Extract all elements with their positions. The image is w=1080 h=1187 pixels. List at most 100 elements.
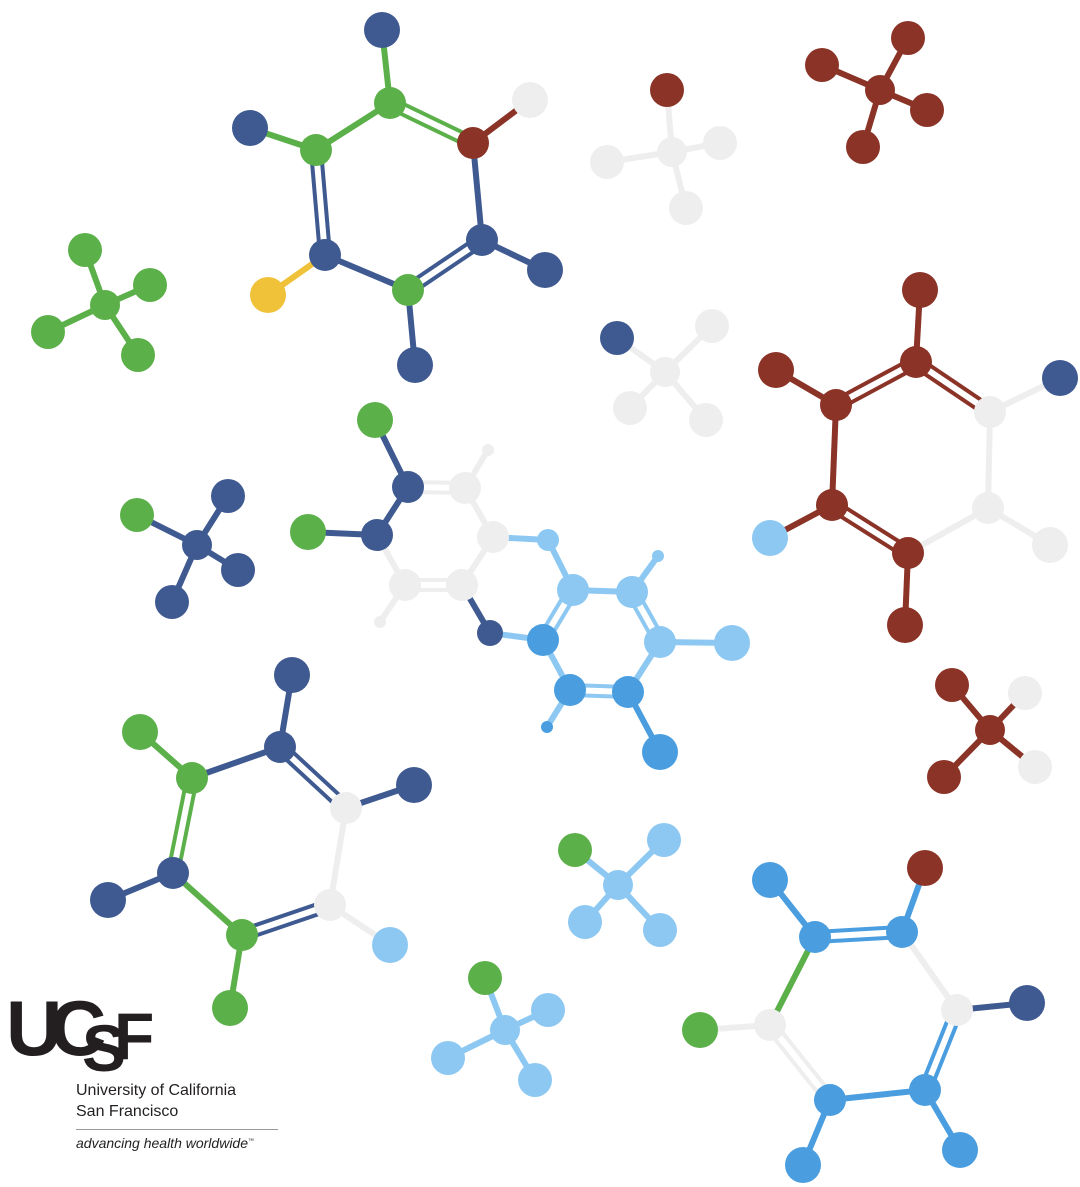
atom (590, 145, 624, 179)
atom (364, 12, 400, 48)
atom (974, 396, 1006, 428)
atom (468, 961, 502, 995)
atom (703, 126, 737, 160)
atom (157, 857, 189, 889)
atom (264, 731, 296, 763)
bond (239, 898, 330, 933)
trademark-mark: ™ (248, 1138, 254, 1145)
tagline-text: advancing health worldwide (76, 1135, 248, 1151)
atom (221, 553, 255, 587)
molecule-atoms (31, 12, 1078, 1183)
atom (1032, 527, 1068, 563)
atom (290, 514, 326, 550)
atom (616, 576, 648, 608)
atom (975, 715, 1005, 745)
atom (512, 82, 548, 118)
atom (314, 889, 346, 921)
atom (374, 616, 386, 628)
tagline: advancing health worldwide™ (76, 1135, 254, 1151)
atom (650, 357, 680, 387)
atom (90, 882, 126, 918)
atom (603, 870, 633, 900)
atom (909, 1074, 941, 1106)
atom (865, 75, 895, 105)
atom (972, 492, 1004, 524)
atom (714, 625, 750, 661)
atom (1009, 985, 1045, 1021)
atom (942, 1132, 978, 1168)
atom (886, 916, 918, 948)
atom (357, 402, 393, 438)
atom (642, 734, 678, 770)
bond (764, 1026, 828, 1105)
university-name-line1: University of California (76, 1082, 237, 1099)
atom (805, 48, 839, 82)
atom (232, 110, 268, 146)
atom (644, 626, 676, 658)
atom (374, 87, 406, 119)
bond (767, 934, 818, 1028)
bond (175, 778, 199, 875)
atom (814, 1084, 846, 1116)
atom (330, 792, 362, 824)
atom (799, 921, 831, 953)
atom (397, 347, 433, 383)
atom (887, 607, 923, 643)
atom (754, 1009, 786, 1041)
bond (470, 140, 485, 243)
bond (391, 96, 477, 141)
atom (446, 569, 478, 601)
atom (466, 224, 498, 256)
atom (537, 529, 559, 551)
atom (31, 315, 65, 349)
atom (541, 721, 553, 733)
atom (910, 93, 944, 127)
wordmark-s: S (82, 1011, 126, 1075)
atom (392, 471, 424, 503)
atom (392, 274, 424, 306)
atom (1042, 360, 1078, 396)
atom (1008, 676, 1042, 710)
atom (274, 657, 310, 693)
wordmark-u: U (6, 985, 58, 1072)
atom (431, 1041, 465, 1075)
wordmark-f: F (114, 999, 154, 1073)
atom (689, 403, 723, 437)
atom (527, 624, 559, 656)
atom (527, 252, 563, 288)
atom (907, 850, 943, 886)
atom (490, 1015, 520, 1045)
atom (927, 760, 961, 794)
bond (327, 805, 349, 908)
atom (785, 1147, 821, 1183)
bond (242, 907, 333, 942)
atom (155, 585, 189, 619)
atom (650, 73, 684, 107)
university-name-line2: San Francisco (76, 1103, 179, 1120)
atom (133, 268, 167, 302)
atom (820, 389, 852, 421)
bond (318, 149, 332, 255)
atom (613, 391, 647, 425)
atom (935, 668, 969, 702)
atom (902, 272, 938, 308)
atom (758, 352, 794, 388)
atom (682, 1012, 718, 1048)
atom (477, 620, 503, 646)
wordmark-c: C (50, 985, 106, 1072)
atom (557, 574, 589, 606)
atom (612, 676, 644, 708)
atom (891, 21, 925, 55)
bond (166, 776, 190, 873)
atom (309, 239, 341, 271)
atom (211, 479, 245, 513)
atom (568, 905, 602, 939)
atom (250, 277, 286, 313)
atom (1018, 750, 1052, 784)
atom (752, 520, 788, 556)
logo-divider (76, 1129, 278, 1130)
atom (657, 137, 687, 167)
ucsf-wordmark: U C S F (6, 985, 154, 1075)
atom (457, 127, 489, 159)
